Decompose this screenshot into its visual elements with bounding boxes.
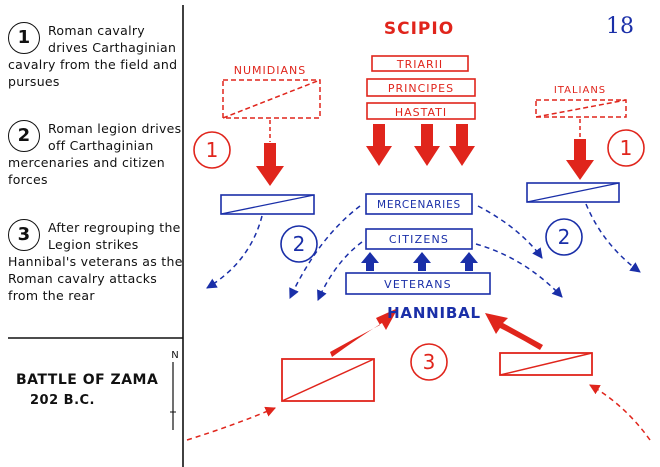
principes-unit: PRINCIPES (366, 78, 476, 97)
battle-date: 202 B.C. (30, 393, 95, 408)
legend-number-3: 3 (8, 219, 40, 251)
phase-2-left-marker: 2 (280, 225, 318, 263)
numidians-unit (222, 79, 321, 186)
legend-item-2: 2 Roman legion drives off Carthaginian m… (8, 120, 183, 188)
phase-3-marker: 3 (410, 343, 448, 381)
page-number: 18 (606, 14, 634, 39)
legion-advance-arrows (366, 124, 475, 166)
roman-commander-label: SCIPIO (384, 19, 454, 39)
phase-1-right-marker: 1 (607, 129, 645, 167)
legend-text-3: After regrouping the Legion strikes Hann… (8, 220, 183, 303)
citizens-unit: CITIZENS (365, 228, 473, 250)
legend-item-3: 3 After regrouping the Legion strikes Ha… (8, 219, 183, 304)
svg-text:1: 1 (620, 136, 633, 160)
italians-unit (535, 99, 627, 180)
svg-text:1: 1 (206, 138, 219, 162)
svg-text:3: 3 (423, 350, 436, 374)
roman-cavalry-right-return (499, 352, 651, 441)
legend-number-1: 1 (8, 22, 40, 54)
north-arrow-icon: N (170, 350, 179, 430)
veterans-unit: VETERANS (345, 272, 491, 295)
hastati-unit: HASTATI (366, 102, 476, 120)
svg-text:VETERANS: VETERANS (384, 278, 452, 291)
carthaginian-cavalry-left (220, 194, 315, 215)
legend-item-1: 1 Roman cavalry drives Carthaginian cava… (8, 22, 183, 90)
phase-2-right-marker: 2 (545, 218, 583, 256)
italians-label: ITALIANS (554, 85, 606, 96)
svg-text:TRIARII: TRIARII (396, 58, 443, 71)
carthaginian-cavalry-right (526, 182, 620, 203)
veterans-advance-arrows (361, 252, 478, 271)
svg-text:PRINCIPES: PRINCIPES (388, 82, 454, 95)
phase-1-left-marker: 1 (193, 131, 231, 169)
legion-strike-arrows (330, 308, 543, 357)
compass-label: N (171, 350, 178, 361)
roman-cavalry-left-return (186, 358, 375, 441)
svg-text:MERCENARIES: MERCENARIES (377, 199, 461, 211)
legend-number-2: 2 (8, 120, 40, 152)
svg-text:HASTATI: HASTATI (395, 106, 447, 119)
carthage-commander-label: HANNIBAL (387, 304, 481, 322)
legend-text-2: Roman legion drives off Carthaginian mer… (8, 121, 182, 187)
svg-text:2: 2 (558, 225, 571, 249)
retreat-arrows (206, 203, 641, 301)
legend-text-1: Roman cavalry drives Carthaginian cavalr… (8, 23, 178, 89)
svg-text:CITIZENS: CITIZENS (389, 233, 449, 246)
triarii-unit: TRIARII (371, 55, 469, 72)
numidians-label: NUMIDIANS (234, 64, 306, 77)
battle-title: BATTLE OF ZAMA (16, 372, 159, 388)
mercenaries-unit: MERCENARIES (365, 193, 473, 215)
svg-text:2: 2 (293, 232, 306, 256)
